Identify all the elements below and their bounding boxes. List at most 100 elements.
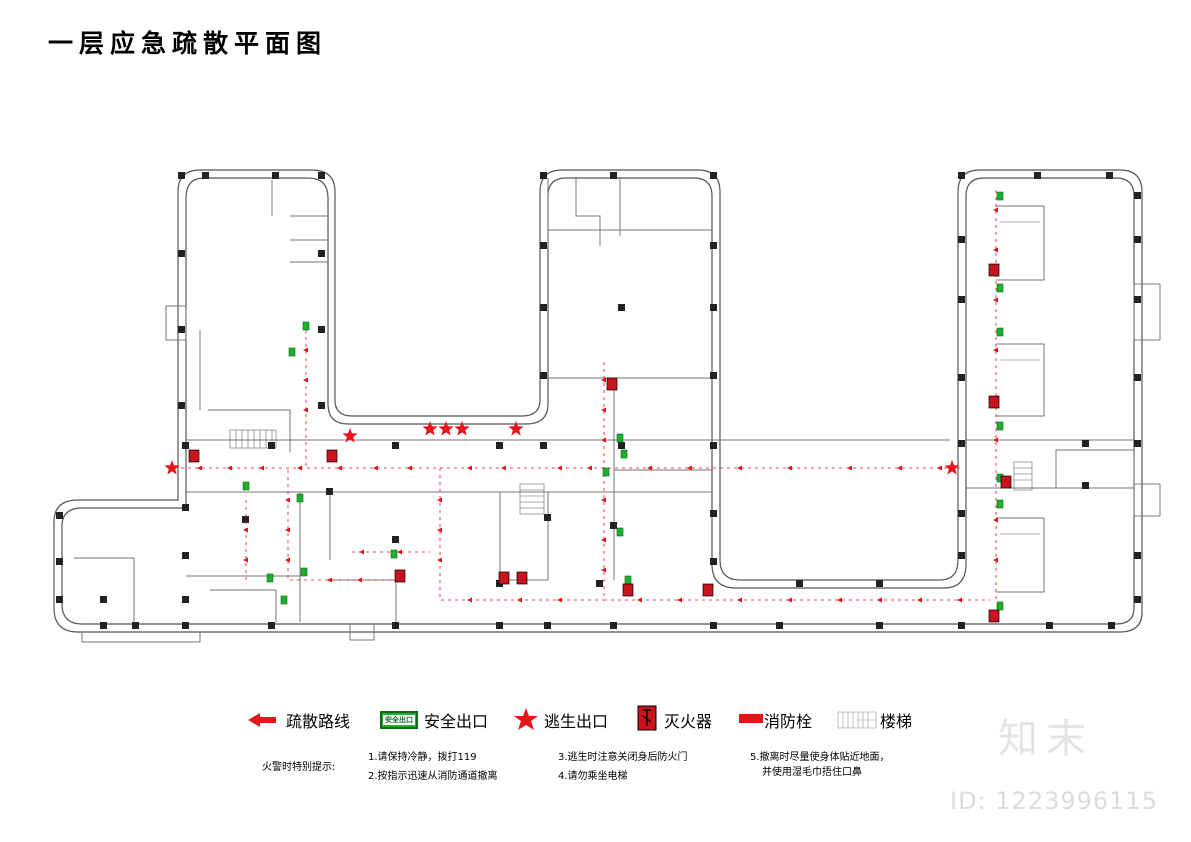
route-arrow-icon: [917, 597, 922, 603]
column: [1134, 596, 1141, 603]
extinguishers: [188, 263, 1012, 623]
legend-hydrant-icon: [739, 714, 763, 723]
route-arrow-icon: [259, 465, 264, 471]
exit-sign-icon: [996, 327, 1004, 337]
column: [710, 622, 717, 629]
route-arrow-icon: [677, 597, 682, 603]
route-arrow-icon: [467, 465, 472, 471]
route-arrow-icon: [687, 465, 692, 471]
exit-signs: [242, 191, 1004, 611]
column: [496, 622, 503, 629]
route-arrow-icon: [957, 597, 962, 603]
exit-sign-icon: [996, 421, 1004, 431]
route-line: [603, 362, 990, 601]
column: [100, 622, 107, 629]
tip-item: 2.按指示迅速从消防通道撤离: [368, 771, 498, 782]
column: [1106, 172, 1113, 179]
escape-exit-star-icon: [342, 428, 358, 443]
extinguisher-icon: [606, 377, 618, 391]
extinguisher-icon: [326, 449, 338, 463]
stairs: [229, 429, 1033, 515]
exit-sign-icon: [620, 449, 628, 459]
column: [958, 440, 965, 447]
column: [132, 622, 139, 629]
column: [242, 516, 249, 523]
legend-exit-label: 安全出口: [424, 712, 489, 731]
evacuation-route: [174, 190, 998, 603]
route-arrow-icon: [787, 465, 792, 471]
column: [710, 510, 717, 517]
route-arrow-icon: [285, 527, 290, 533]
route-arrow-icon: [501, 465, 506, 471]
route-arrow-icon: [993, 247, 998, 253]
extinguisher-icon: [516, 571, 528, 585]
route-arrow-icon: [303, 407, 308, 413]
legend-stairs: 楼梯: [874, 704, 912, 736]
escape-exits: [164, 421, 960, 475]
column: [178, 326, 185, 333]
route-arrow-icon: [285, 557, 290, 563]
extinguisher-icon: [1000, 475, 1012, 489]
exit-sign-icon: [624, 575, 632, 585]
column: [202, 172, 209, 179]
exit-sign-icon: [996, 283, 1004, 293]
page-title: 一层应急疏散平面图: [48, 29, 328, 58]
route-arrow-icon: [557, 597, 562, 603]
building-walls: [53, 169, 1161, 643]
column: [540, 372, 547, 379]
exit-sign-icon: [602, 467, 610, 477]
route-arrow-icon: [359, 549, 364, 555]
route-arrow-icon: [993, 557, 998, 563]
column: [958, 236, 965, 243]
exit-sign-icon: [616, 433, 624, 443]
exit-sign-icon: [296, 493, 304, 503]
column: [1082, 440, 1089, 447]
column: [182, 622, 189, 629]
tip-item: 5.撤离时尽量使身体贴近地面，: [750, 752, 890, 763]
column: [268, 442, 275, 449]
route-arrow-icon: [437, 557, 442, 563]
column: [710, 558, 717, 565]
route-arrow-icon: [993, 207, 998, 213]
route-arrow-icon: [373, 465, 378, 471]
exit-sign-icon: [280, 595, 288, 605]
route-arrow-icon: [437, 497, 442, 503]
escape-exit-star-icon: [944, 460, 960, 475]
column: [958, 172, 965, 179]
route-arrow-icon: [243, 557, 248, 563]
column: [392, 622, 399, 629]
route-arrow-icon: [407, 465, 412, 471]
column: [618, 442, 625, 449]
escape-exit-star-icon: [164, 460, 180, 475]
column: [1082, 482, 1089, 489]
column: [178, 250, 185, 257]
column: [182, 442, 189, 449]
exit-sign-icon: [266, 573, 274, 583]
column: [776, 622, 783, 629]
route-line: [439, 468, 604, 601]
escape-exit-star-icon: [422, 421, 438, 436]
legend-escape-label: 逃生出口: [544, 712, 609, 731]
route-arrow-icon: [557, 465, 562, 471]
legend-extinguisher-label: 灭火器: [664, 712, 713, 731]
legend-hydrant: 消防栓: [758, 704, 812, 736]
exit-sign-icon: [996, 601, 1004, 611]
watermark-id: ID: 1223996115: [950, 787, 1158, 815]
legend-stairs-icon: [837, 711, 877, 729]
route-arrow-icon: [397, 549, 402, 555]
extinguisher-icon: [188, 449, 200, 463]
column: [1134, 552, 1141, 559]
route-arrow-icon: [587, 465, 592, 471]
route-arrow-icon: [297, 465, 302, 471]
route-arrow-icon: [197, 465, 202, 471]
route-arrow-icon: [837, 597, 842, 603]
route-arrow-icon: [937, 465, 942, 471]
column: [56, 558, 63, 565]
column: [540, 442, 547, 449]
escape-exit-star-icon: [438, 421, 454, 436]
extinguisher-icon: [394, 569, 406, 583]
column: [56, 596, 63, 603]
column: [1134, 296, 1141, 303]
exit-sign-icon: [302, 321, 310, 331]
column: [596, 580, 603, 587]
